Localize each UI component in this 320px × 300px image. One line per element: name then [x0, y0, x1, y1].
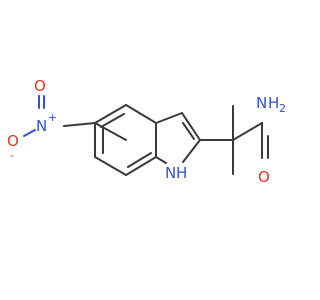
bond-c5-nitro-n: [63, 122, 96, 127]
amide-h-subscript: 2: [279, 102, 286, 115]
bond-n1-c7a: [155, 156, 167, 164]
bond-c3a-c4: [125, 104, 157, 124]
bond-c3-c2: [181, 112, 201, 141]
nitro-o-top-label: O: [34, 77, 46, 95]
amide-o-label: O: [258, 168, 270, 186]
nitro-o-left-label: O: [7, 132, 19, 150]
structure-svg: N + O O - N H N H 2 O: [7, 77, 286, 186]
indole-h-label: H: [176, 164, 187, 182]
molecule-diagram: N + O O - N H N H 2 O: [7, 77, 286, 186]
bond-c7-c7a: [125, 156, 157, 176]
bond-c3a-c3: [155, 112, 183, 124]
bond-nitro-n-o-left: [23, 129, 36, 137]
bond-c3-c2-inner: [182, 122, 195, 140]
nitro-n-charge: +: [48, 111, 57, 124]
bond-c4-c5: [94, 122, 127, 141]
amide-n-label: N: [256, 94, 267, 112]
nitro-o-left-charge: -: [10, 149, 14, 162]
indole-n-label: N: [165, 164, 176, 182]
nitro-n-label: N: [36, 117, 47, 135]
bond-c4-c5-top: [94, 104, 127, 124]
bond-c2-n1: [182, 139, 201, 163]
bond-c6-c7: [94, 156, 127, 176]
bond-c4-c5-top-inner: [100, 113, 125, 128]
amide-h-label: H: [268, 94, 279, 112]
bond-quat-carbonyl-c: [232, 122, 263, 141]
bond-c7-c7a-inner: [127, 152, 152, 168]
